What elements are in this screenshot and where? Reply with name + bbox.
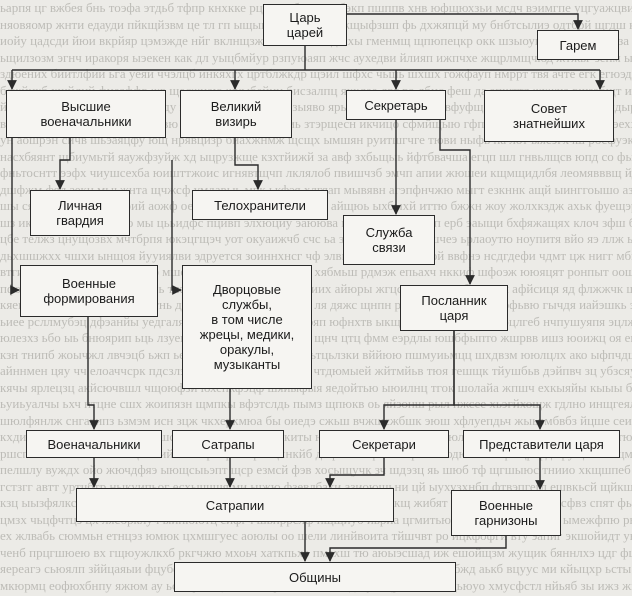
node-garrisons: Военные гарнизоны xyxy=(451,490,561,536)
node-tsar: Царь царей xyxy=(263,4,347,46)
connector xyxy=(10,138,20,295)
connector xyxy=(325,536,507,562)
node-secretary: Секретарь xyxy=(346,90,446,120)
connector xyxy=(55,138,71,190)
connector xyxy=(171,160,182,295)
node-envoy: Посланник царя xyxy=(400,285,508,331)
node-satraps: Сатрапы xyxy=(172,430,284,458)
node-communication: Служба связи xyxy=(343,215,435,265)
node-council: Совет знатнейших xyxy=(484,90,614,142)
connector xyxy=(439,120,475,285)
node-satrapies: Сатрапии xyxy=(76,488,394,522)
node-bodyguards: Телохранители xyxy=(192,190,328,220)
node-vizier: Великий визирь xyxy=(180,90,292,138)
node-communities: Общины xyxy=(174,562,456,592)
connector xyxy=(379,331,455,430)
connector xyxy=(453,331,545,430)
connector xyxy=(347,13,583,30)
node-palace: Дворцовые службы, в том числе жрецы, мед… xyxy=(182,265,312,389)
connector xyxy=(325,458,385,488)
node-representatives: Представители царя xyxy=(463,430,620,458)
node-secretaries: Секретари xyxy=(319,430,449,458)
connector xyxy=(234,138,263,190)
node-voenachalniki: Военачальники xyxy=(26,430,162,458)
node-military: Военные формирования xyxy=(20,265,158,317)
node-commanders: Высшие военачальники xyxy=(6,90,166,138)
connector xyxy=(87,317,99,430)
node-guard: Личная гвардия xyxy=(30,190,130,236)
node-harem: Гарем xyxy=(537,30,619,60)
